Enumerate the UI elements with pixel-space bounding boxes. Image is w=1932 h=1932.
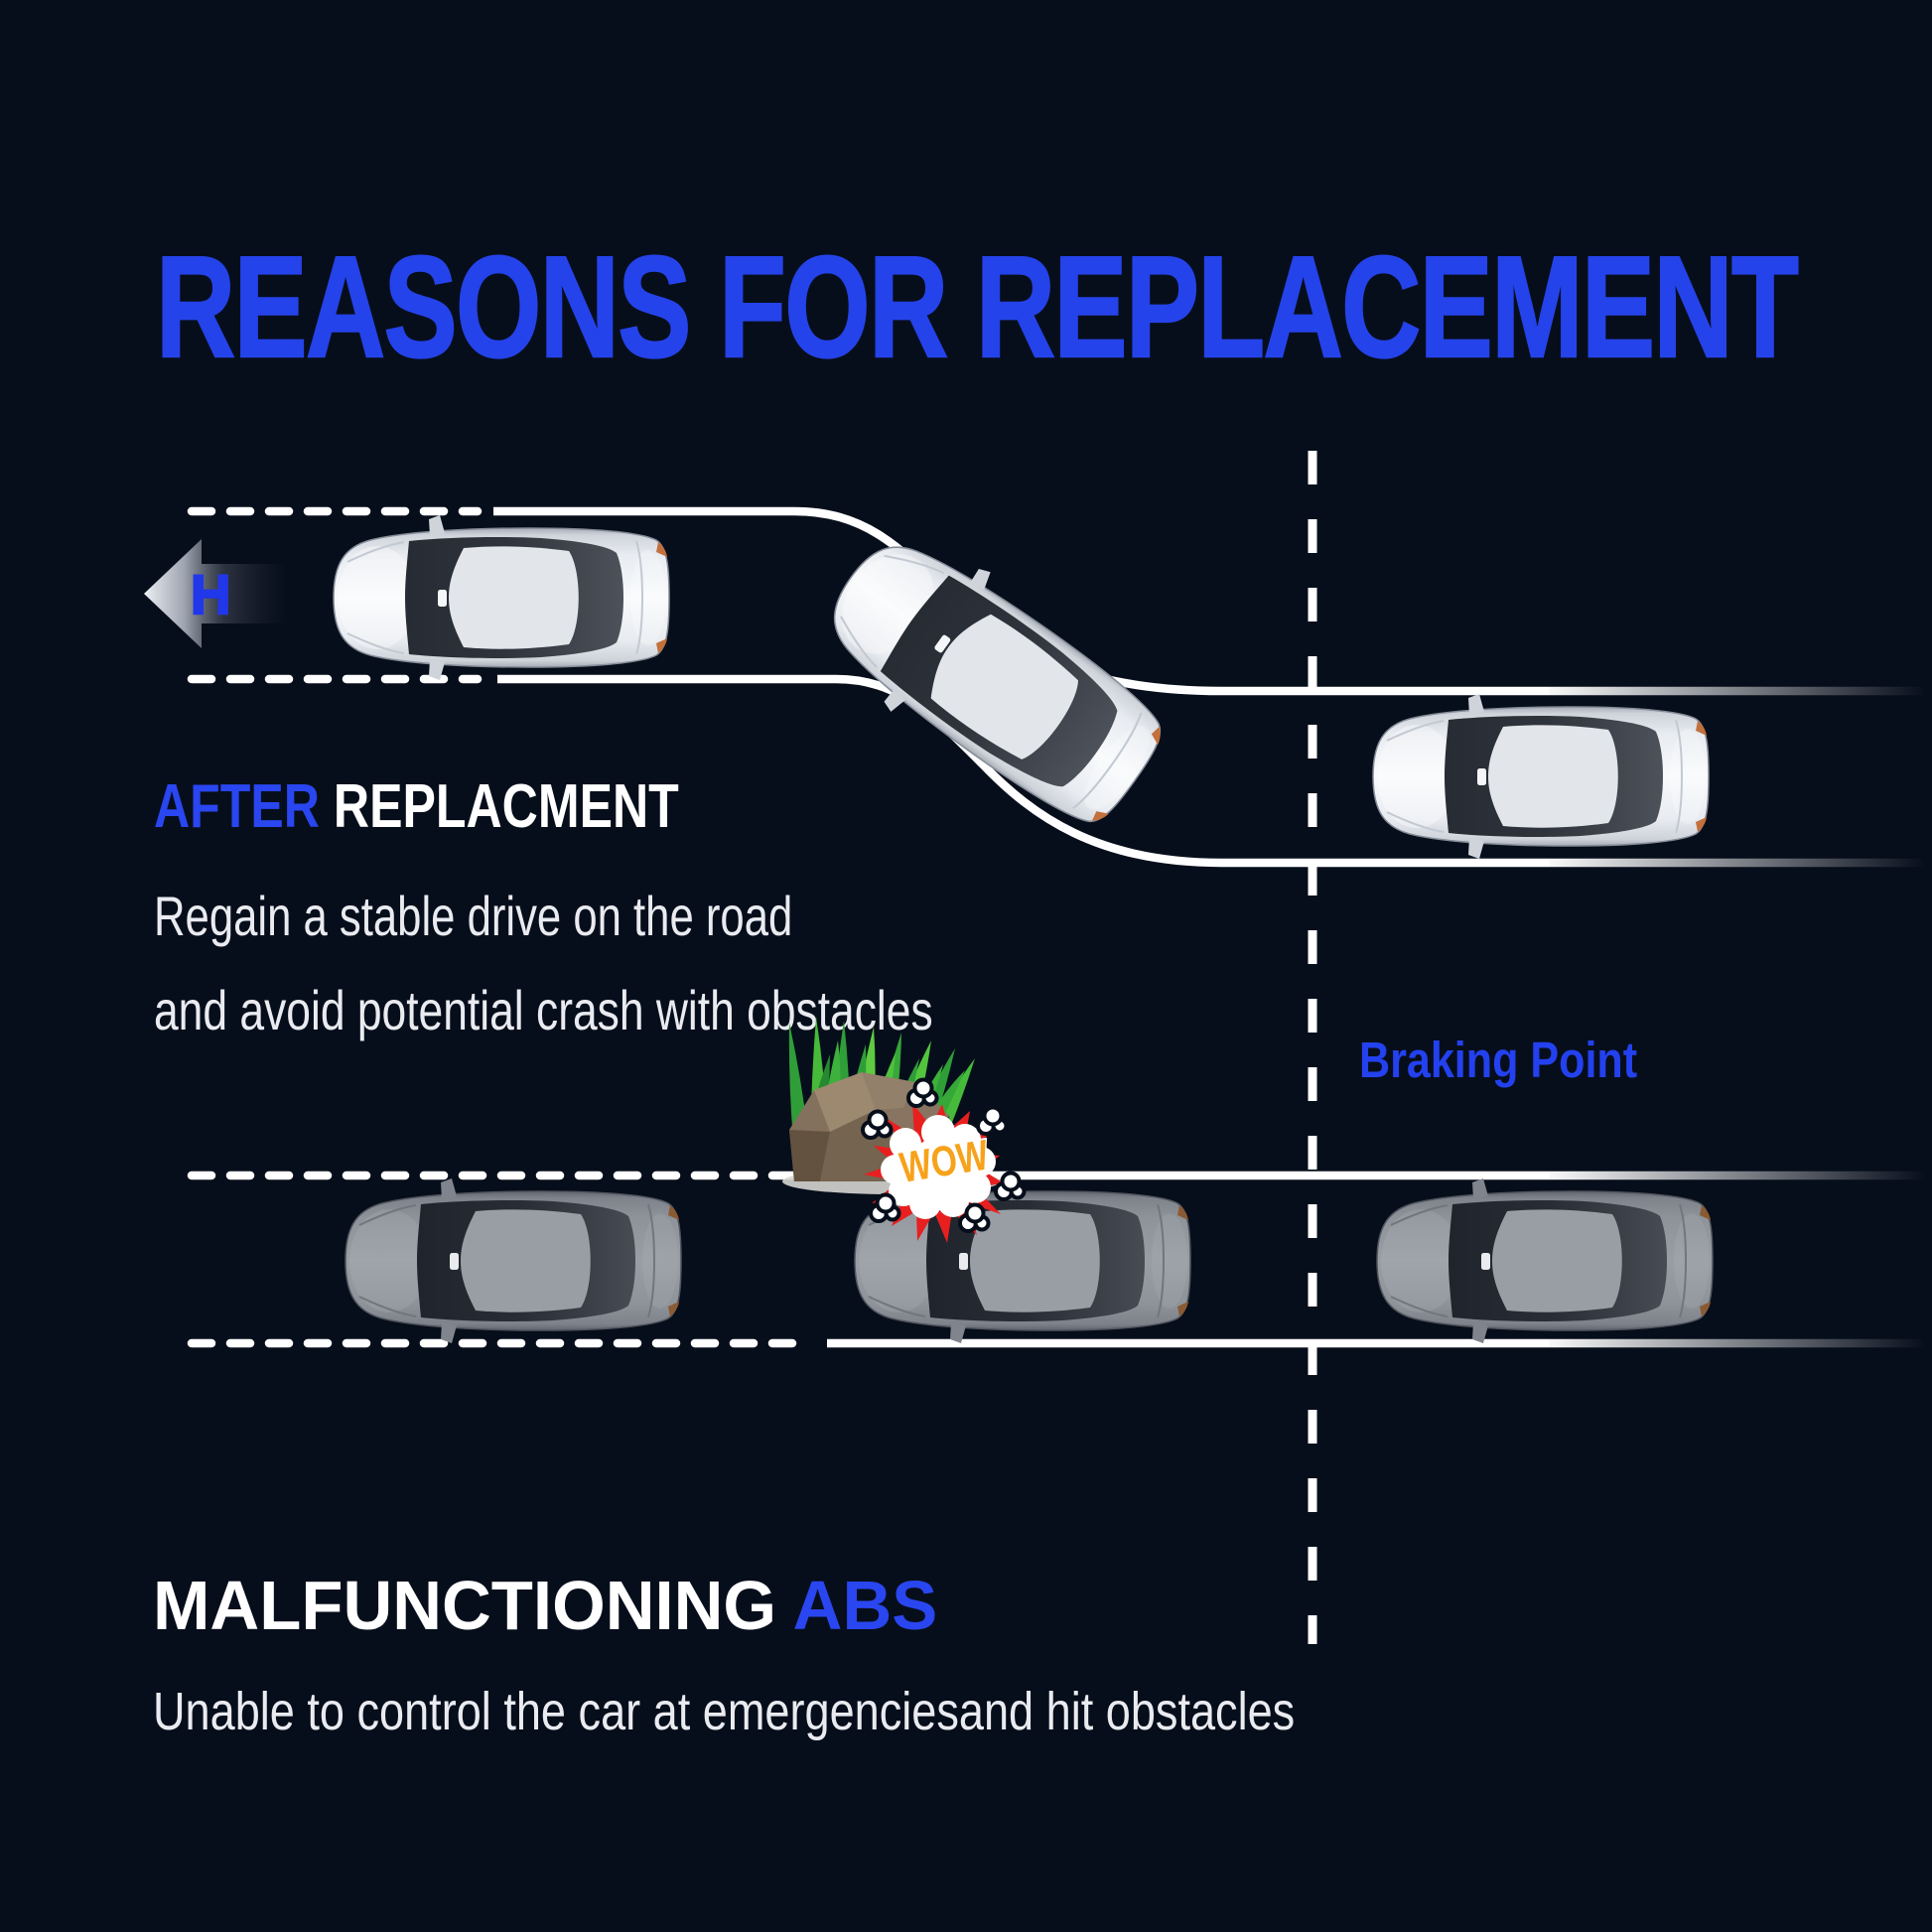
svg-text:Braking Point: Braking Point <box>1359 1033 1637 1089</box>
svg-text:REASONS FOR REPLACEMENT: REASONS FOR REPLACEMENT <box>156 227 1798 388</box>
svg-text:MALFUNCTIONING ABS: MALFUNCTIONING ABS <box>153 1567 937 1645</box>
svg-text:H: H <box>191 563 230 625</box>
svg-text:Regain a stable drive on the r: Regain a stable drive on the road <box>154 886 792 947</box>
svg-text:AFTER REPLACMENT: AFTER REPLACMENT <box>154 771 679 840</box>
svg-text:Unable to control the car at e: Unable to control the car at emergencies… <box>153 1681 1295 1741</box>
svg-text:and avoid potential crash with: and avoid potential crash with obstacles <box>154 979 933 1041</box>
